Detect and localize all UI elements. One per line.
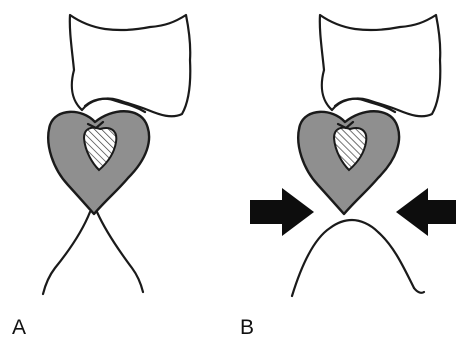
panel-a: A — [12, 15, 190, 339]
arrow-left-icon — [396, 188, 456, 236]
panel-a-upper-tooth — [70, 15, 191, 116]
panel-b-arch-tip — [414, 288, 424, 293]
panel-a-lower-left-curve — [43, 212, 90, 294]
arrow-right-icon — [250, 188, 314, 236]
panel-a-lower-right-curve — [97, 212, 143, 292]
panel-b: B — [240, 15, 456, 339]
panel-b-lower-arch — [292, 220, 414, 296]
panel-b-label: B — [240, 316, 254, 339]
panel-a-label: A — [12, 316, 26, 339]
panel-b-upper-tooth — [320, 15, 441, 116]
